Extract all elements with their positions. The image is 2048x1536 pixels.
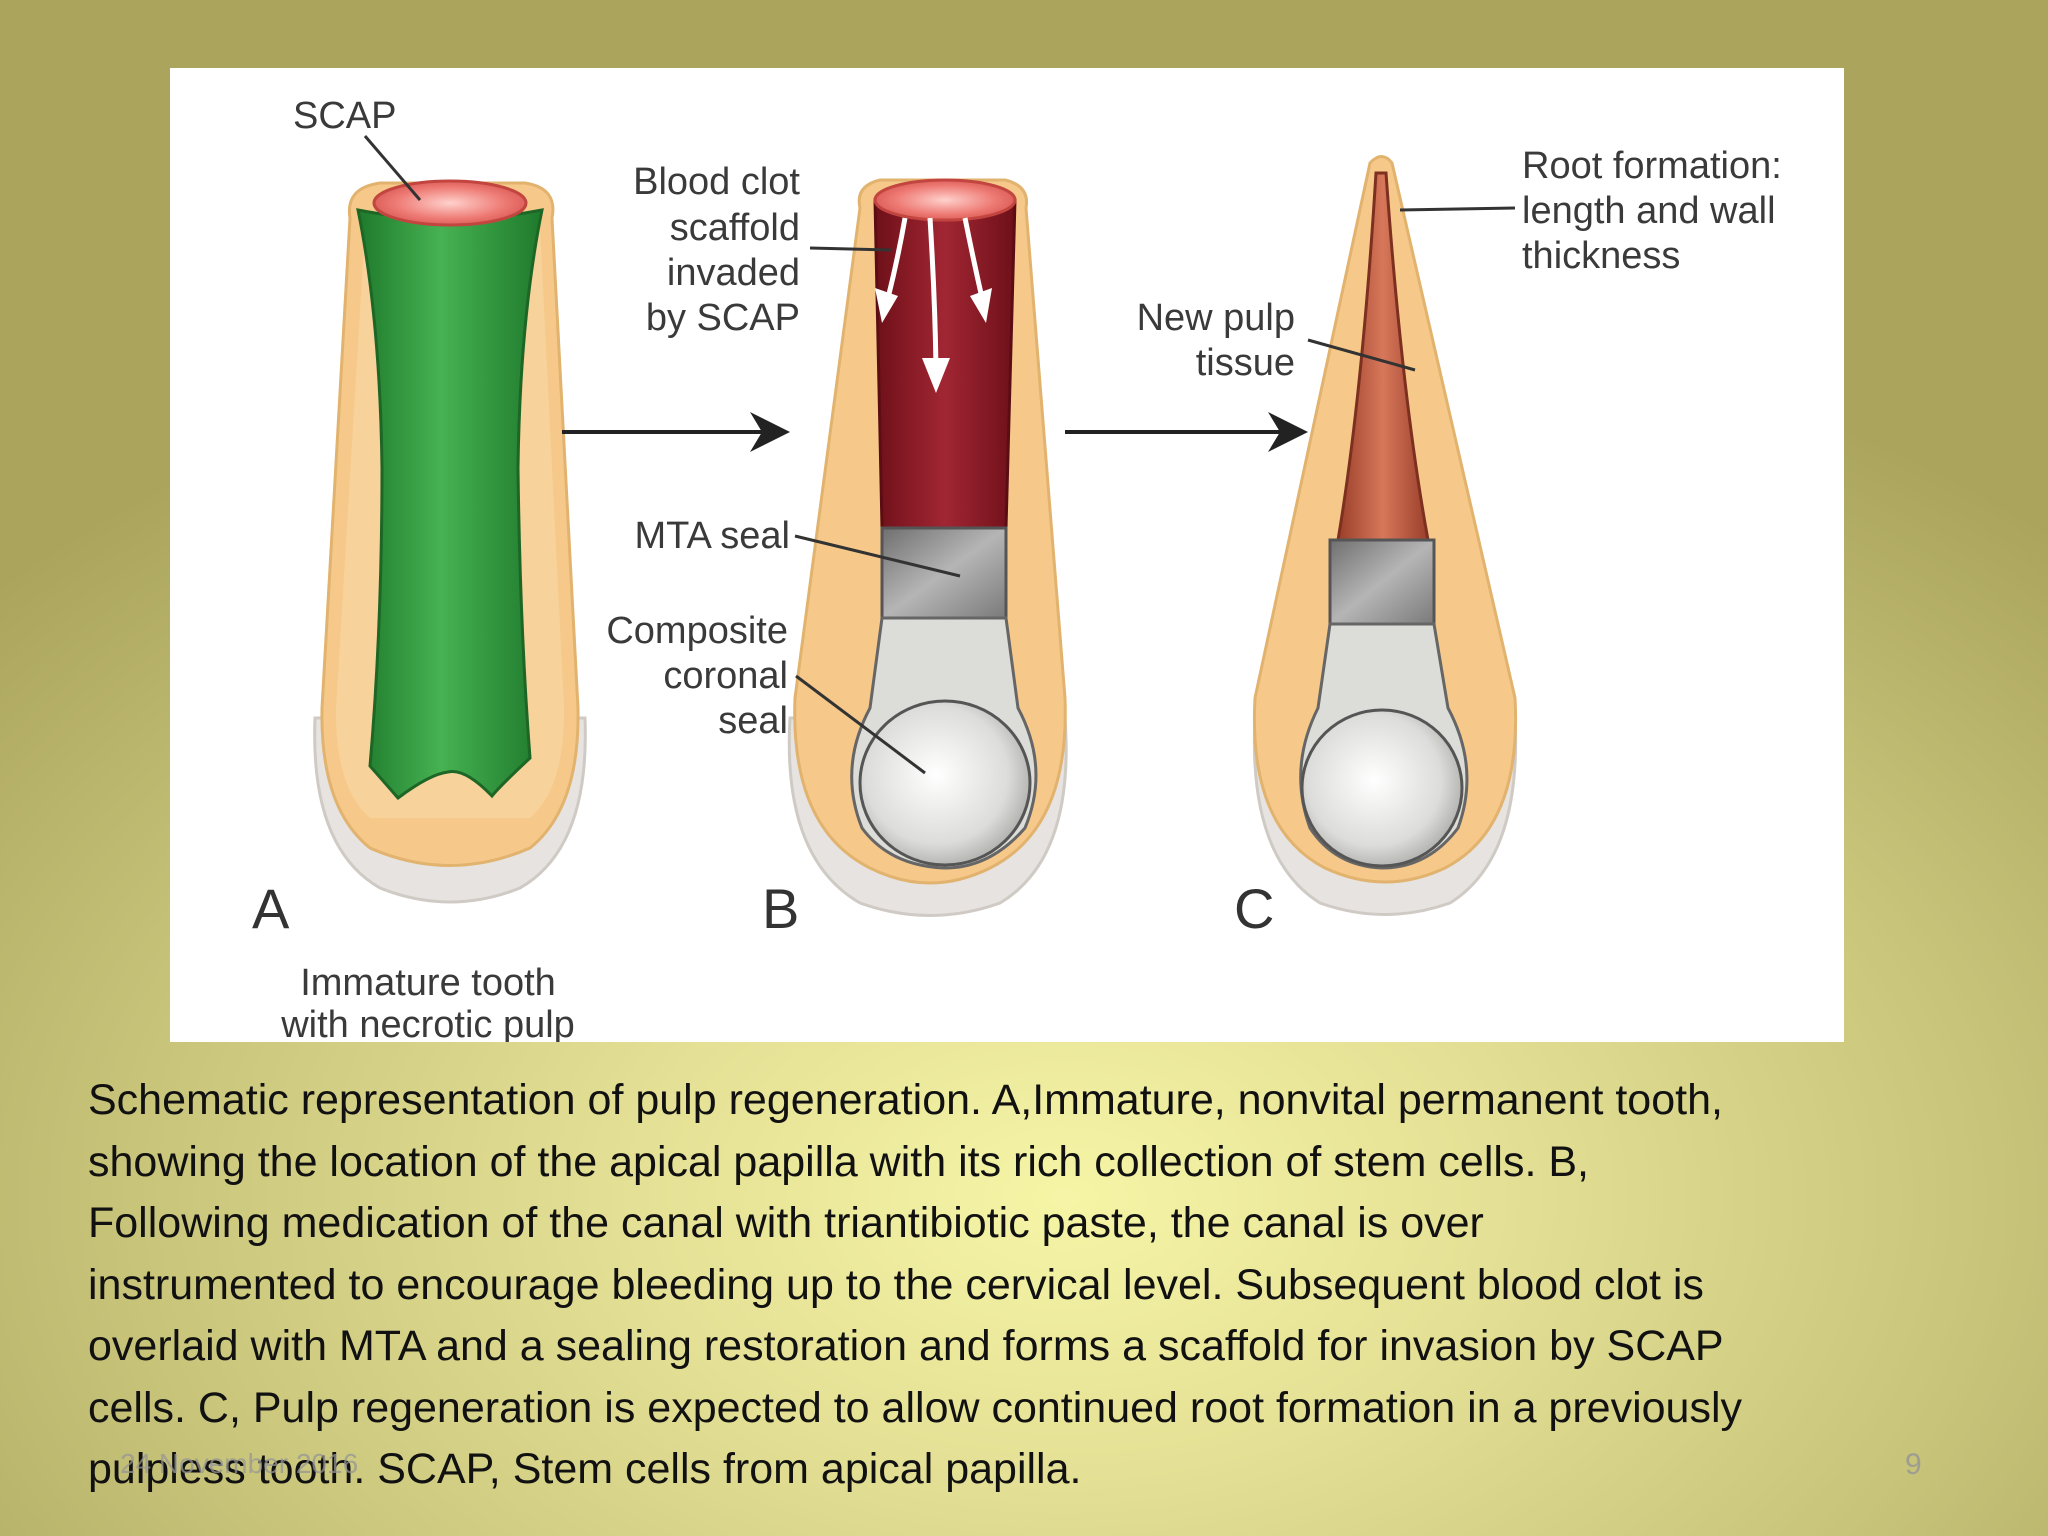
label-immature-2: with necrotic pulp — [280, 1004, 575, 1042]
label-blood-clot-1: Blood clot — [633, 161, 800, 203]
label-blood-clot-2: scaffold — [670, 207, 800, 249]
label-new-pulp-2: tissue — [1196, 342, 1295, 384]
label-root-formation-1: Root formation: — [1522, 145, 1782, 187]
caption-line: cells. C, Pulp regeneration is expected … — [88, 1383, 1743, 1432]
figure-svg: SCAP Blood clot scaffold invaded by SCAP… — [252, 95, 1782, 1042]
label-root-formation-2: length and wall — [1522, 190, 1776, 232]
label-root-formation-3: thickness — [1522, 235, 1680, 277]
label-panel-c: C — [1234, 877, 1274, 940]
label-composite-1: Composite — [606, 610, 788, 652]
caption-line: showing the location of the apical papil… — [88, 1137, 1589, 1186]
label-new-pulp-1: New pulp — [1137, 297, 1295, 339]
label-mta-seal: MTA seal — [634, 515, 790, 557]
page-number: 9 — [1905, 1448, 1922, 1481]
caption-line: pulpless tooth. SCAP, Stem cells from ap… — [88, 1445, 1082, 1493]
label-scap: SCAP — [293, 95, 396, 137]
label-panel-b: B — [762, 877, 799, 940]
caption-line: instrumented to encourage bleeding up to… — [88, 1260, 1704, 1309]
caption-line: Following medication of the canal with t… — [88, 1199, 1484, 1247]
caption-line: Schematic representation of pulp regener… — [88, 1076, 1723, 1124]
tooth-b — [787, 178, 1068, 917]
mta-seal-c — [1328, 538, 1436, 626]
label-composite-2: coronal — [663, 655, 788, 697]
label-composite-3: seal — [718, 700, 788, 742]
label-immature-1: Immature tooth — [300, 962, 556, 1004]
label-blood-clot-3: invaded — [667, 252, 800, 294]
tooth-c — [1252, 155, 1518, 916]
scap-a — [372, 179, 528, 227]
caption-line: overlaid with MTA and a sealing restorat… — [88, 1322, 1724, 1370]
footer-date: 24 November 2016 — [120, 1448, 359, 1479]
pulp-regeneration-figure: SCAP Blood clot scaffold invaded by SCAP… — [170, 68, 1844, 1042]
necrotic-pulp — [356, 208, 544, 801]
label-panel-a: A — [252, 877, 290, 940]
figure-caption: Schematic representation of pulp regener… — [88, 1070, 1968, 1501]
tooth-a — [313, 135, 587, 904]
label-blood-clot-4: by SCAP — [646, 297, 800, 339]
